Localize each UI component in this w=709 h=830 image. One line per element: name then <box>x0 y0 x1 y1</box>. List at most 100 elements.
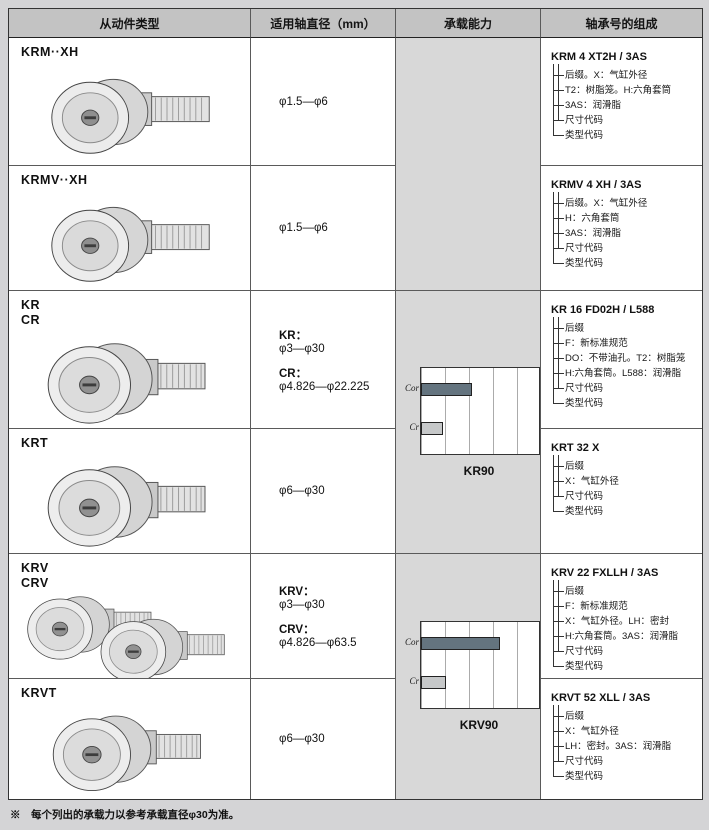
krv90-chart-title: KRV90 <box>459 718 499 732</box>
code-label: 类型代码 <box>553 396 700 411</box>
code-label: X：气缸外径 <box>553 724 700 739</box>
krv-cam-follower-illustration <box>21 595 240 678</box>
code-label: 尺寸代码 <box>553 113 700 128</box>
row-krt-code-diagram: KRT 32 X 后缀 X：气缸外径 尺寸代码 类型代码 <box>541 429 702 554</box>
code-label: F：新标准规范 <box>553 336 700 351</box>
diameter-range: φ3—φ30 <box>279 342 325 355</box>
kr90-chart-title: KR90 <box>463 463 495 478</box>
cr-bar <box>421 421 444 435</box>
code-breakdown: 后缀 X：气缸外径 LH：密封。3AS：润滑脂 尺寸代码 类型代码 <box>553 709 700 784</box>
kr90-plot: Cor Cr <box>405 366 540 455</box>
code-label: 后缀。X：气缸外径 <box>553 196 700 211</box>
code-label: 后缀 <box>553 584 700 599</box>
cr-axis-label: Cr <box>409 421 419 432</box>
code-label: LH：密封。3AS：润滑脂 <box>553 739 700 754</box>
code-label: H:六角套筒。L588：润滑脂 <box>553 366 700 381</box>
bearing-number-example: KRV 22 FXLLH / 3AS <box>551 567 659 579</box>
krv90-chart: Cor Cr KRV90 <box>396 621 540 732</box>
code-label: 尺寸代码 <box>553 644 700 659</box>
row-krmv: KRMV··XH <box>9 166 251 291</box>
row-kr-code-diagram: KR 16 FD02H / L588 后缀 F：新标准规范 DO：不带油孔。T2… <box>541 291 702 429</box>
row-krvt-code-diagram: KRVT 52 XLL / 3AS 后缀 X：气缸外径 LH：密封。3AS：润滑… <box>541 679 702 799</box>
row-kr-diameter: KR： φ3—φ30 CR： φ4.826—φ22.225 <box>251 291 396 429</box>
catalog-page: 从动件类型 适用轴直径（mm） 承载能力 轴承号的组成 KRM··XH φ1.5… <box>8 8 703 822</box>
krvt-cam-follower-illustration <box>21 705 240 797</box>
diameter-range: φ1.5—φ6 <box>279 95 328 108</box>
code-label: 类型代码 <box>553 659 700 674</box>
bearing-number-example: KR 16 FD02H / L588 <box>551 304 655 316</box>
cor-axis-label: Cor <box>404 637 419 647</box>
series-label: KR： <box>279 329 308 342</box>
row-krvt: KRVT <box>9 679 251 799</box>
header-shaft-diameter: 适用轴直径（mm） <box>251 9 396 38</box>
row-krt: KRT <box>9 429 251 554</box>
code-label: 后缀。X：气缸外径 <box>553 68 700 83</box>
krmv-cam-follower-illustration <box>21 192 240 288</box>
bearing-number-example: KRM 4 XT2H / 3AS <box>551 51 647 63</box>
code-label: 后缀 <box>553 459 700 474</box>
type-label-krt: KRT <box>21 436 49 450</box>
diameter-range: φ3—φ30 <box>279 599 325 611</box>
code-label: 类型代码 <box>553 769 700 784</box>
row-krv-diameter: KRV： φ3—φ30 CRV： φ4.826—φ63.5 <box>251 554 396 679</box>
row-krvt-diameter: φ6—φ30 <box>251 679 396 799</box>
diameter-range: φ6—φ30 <box>279 485 325 497</box>
cr-bar <box>421 676 446 689</box>
code-label: 3AS：润滑脂 <box>553 98 700 113</box>
code-label: 类型代码 <box>553 128 700 143</box>
krt-cam-follower-illustration <box>21 455 240 553</box>
type-label-krvt: KRVT <box>21 686 57 700</box>
header-load-capacity: 承载能力 <box>396 9 541 38</box>
row-krm-diameter: φ1.5—φ6 <box>251 38 396 166</box>
code-label: T2：树脂笼。H:六角套筒 <box>553 83 700 98</box>
row-krmv-diameter: φ1.5—φ6 <box>251 166 396 291</box>
type-label-krmv: KRMV··XH <box>21 173 88 187</box>
code-breakdown: 后缀。X：气缸外径 H：六角套筒 3AS：润滑脂 尺寸代码 类型代码 <box>553 196 700 271</box>
row-kr-cr: KR CR <box>9 291 251 429</box>
code-breakdown: 后缀 X：气缸外径 尺寸代码 类型代码 <box>553 459 700 519</box>
diameter-spec-crv: CRV： φ4.826—φ63.5 <box>279 621 395 649</box>
code-label: 尺寸代码 <box>553 241 700 256</box>
diameter-range: φ4.826—φ63.5 <box>279 637 357 649</box>
type-label-krm: KRM··XH <box>21 45 79 59</box>
code-label: 尺寸代码 <box>553 754 700 769</box>
row-krt-diameter: φ6—φ30 <box>251 429 396 554</box>
cor-bar <box>421 382 472 396</box>
row-krv-crv: KRV CRV <box>9 554 251 679</box>
type-label-krv: KRV <box>21 561 49 575</box>
bearing-number-example: KRT 32 X <box>551 442 600 454</box>
diameter-range: φ6—φ30 <box>279 733 325 745</box>
krv90-plot: Cor Cr <box>405 621 540 709</box>
type-label-cr: CR <box>21 313 41 327</box>
cor-bar <box>421 637 501 650</box>
row-krm-code-diagram: KRM 4 XT2H / 3AS 后缀。X：气缸外径 T2：树脂笼。H:六角套筒… <box>541 38 702 166</box>
code-label: X：气缸外径。LH：密封 <box>553 614 700 629</box>
bearing-number-example: KRVT 52 XLL / 3AS <box>551 692 651 704</box>
code-breakdown: 后缀 F：新标准规范 DO：不带油孔。T2：树脂笼 H:六角套筒。L588：润滑… <box>553 321 700 411</box>
diameter-range: φ4.826—φ22.225 <box>279 380 370 393</box>
cr-axis-label: Cr <box>409 676 419 686</box>
code-label: H:六角套筒。3AS：润滑脂 <box>553 629 700 644</box>
code-label: 尺寸代码 <box>553 489 700 504</box>
code-label: F：新标准规范 <box>553 599 700 614</box>
load-capacity-empty-cell <box>396 38 541 291</box>
diameter-spec-krv: KRV： φ3—φ30 <box>279 583 395 611</box>
code-label: 3AS：润滑脂 <box>553 226 700 241</box>
row-krmv-code-diagram: KRMV 4 XH / 3AS 后缀。X：气缸外径 H：六角套筒 3AS：润滑脂… <box>541 166 702 291</box>
header-follower-type: 从动件类型 <box>9 9 251 38</box>
bearing-selection-table: 从动件类型 适用轴直径（mm） 承载能力 轴承号的组成 KRM··XH φ1.5… <box>8 8 703 800</box>
diameter-range: φ1.5—φ6 <box>279 222 328 234</box>
code-label: DO：不带油孔。T2：树脂笼 <box>553 351 700 366</box>
code-breakdown: 后缀 F：新标准规范 X：气缸外径。LH：密封 H:六角套筒。3AS：润滑脂 尺… <box>553 584 700 674</box>
header-bearing-number: 轴承号的组成 <box>541 9 702 38</box>
code-label: 后缀 <box>553 709 700 724</box>
footnote: ※ 每个列出的承载力以参考承载直径φ30为准。 <box>10 809 240 821</box>
code-label: 后缀 <box>553 321 700 336</box>
series-label: CR： <box>279 367 308 380</box>
load-capacity-chart-kr90-cell: Cor Cr KR90 <box>396 291 541 554</box>
code-breakdown: 后缀。X：气缸外径 T2：树脂笼。H:六角套筒 3AS：润滑脂 尺寸代码 类型代… <box>553 68 700 143</box>
diameter-spec-kr: KR： φ3—φ30 <box>279 327 395 355</box>
code-label: 类型代码 <box>553 256 700 271</box>
row-krv-code-diagram: KRV 22 FXLLH / 3AS 后缀 F：新标准规范 X：气缸外径。LH：… <box>541 554 702 679</box>
diameter-spec-cr: CR： φ4.826—φ22.225 <box>279 365 395 393</box>
